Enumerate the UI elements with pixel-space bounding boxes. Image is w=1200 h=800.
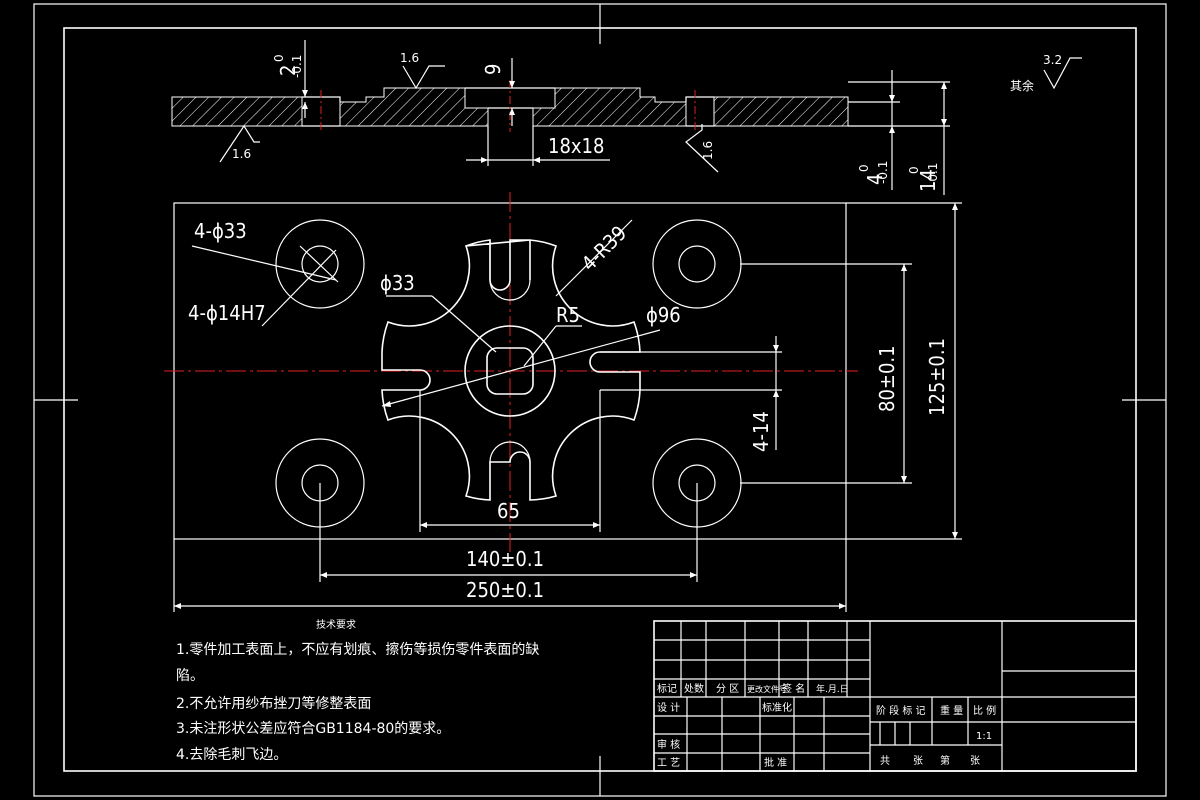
dim-18x18: 18x18	[548, 134, 604, 158]
dim-4-phi33: 4-ϕ33	[194, 219, 247, 243]
tb-sheji: 设 计	[657, 701, 680, 714]
dim-phi96: ϕ96	[646, 303, 681, 327]
tb-fenqu: 分 区	[716, 683, 739, 695]
roughness-symbol-bottom-right	[685, 124, 719, 173]
tech-req-item-4: 4.去除毛刺飞边。	[176, 747, 287, 763]
roughness-note-symbol	[1043, 57, 1082, 90]
tb-gaiwenjian: 更改文件号	[747, 684, 787, 694]
dim-4-phi14h7: 4-ϕ14H7	[188, 301, 266, 325]
dim-65: 65	[497, 499, 520, 523]
dim-250: 250±0.1	[466, 578, 544, 602]
tb-qianming: 签 名	[782, 682, 805, 695]
dim-phi33: ϕ33	[380, 271, 415, 295]
dim-depth-2-tol-upper: 0	[272, 54, 286, 62]
central-cavity	[381, 239, 641, 501]
tb-bili-value: 1:1	[976, 731, 992, 742]
tech-req-item-1: 1.零件加工表面上，不应有划痕、擦伤等损伤零件表面的缺	[176, 641, 539, 658]
tb-zhang1: 张	[913, 755, 923, 767]
bolt-hole-top-left	[275, 219, 365, 309]
section-hatch-mid-right	[532, 87, 687, 127]
section-hatch-right	[713, 96, 849, 127]
dim-14-tol-lower: -0.1	[926, 163, 940, 186]
dim-14: 14	[916, 169, 940, 192]
tech-req-item-1-cont: 陷。	[176, 668, 204, 684]
dim-4-tol-lower: -0.1	[876, 161, 890, 184]
tech-req-item-3: 3.未注形状公差应符合GB1184-80的要求。	[176, 720, 450, 737]
section-view	[171, 40, 950, 195]
dim-depth-2: 2	[276, 65, 300, 76]
tb-pizhun: 批 准	[764, 756, 787, 769]
tb-chushu: 处数	[684, 682, 704, 695]
tech-req-item-2: 2.不允许用纱布挫刀等修整表面	[176, 695, 371, 712]
dim-4-14: 4-14	[749, 411, 773, 452]
tb-biaozhunhua: 标准化	[762, 701, 792, 714]
title-block	[653, 620, 1137, 772]
dim-14-tol-upper: 0	[907, 166, 921, 174]
dim-140: 140±0.1	[466, 547, 544, 571]
roughness-note-value: 3.2	[1043, 53, 1062, 67]
tb-biaoji: 标记	[657, 683, 677, 695]
centering-marks	[34, 4, 1166, 796]
tb-zhongliang: 重 量	[940, 704, 963, 717]
technical-requirements: 技术要求 1.零件加工表面上，不应有划痕、擦伤等损伤零件表面的缺 陷。 2.不允…	[176, 618, 539, 763]
tb-di: 第	[940, 754, 950, 767]
dim-4: 4	[863, 174, 887, 185]
roughness-bottom-left-value: 1.6	[232, 147, 251, 161]
tb-shenhe: 审 核	[657, 738, 680, 751]
tb-gongyi: 工 艺	[657, 757, 680, 769]
section-hatch-left	[171, 96, 303, 127]
tb-jieduan: 阶 段 标 记	[876, 704, 926, 717]
tech-req-title: 技术要求	[316, 618, 356, 631]
center-boss-circle	[464, 325, 556, 417]
dim-depth-2-tol-lower: -0.1	[290, 55, 304, 78]
tb-zhang2: 张	[970, 755, 980, 767]
dim-125: 125±0.1	[925, 338, 949, 416]
tb-bili: 比 例	[973, 704, 996, 717]
dim-r5: R5	[556, 303, 580, 327]
tb-nianyueri: 年.月.日	[816, 683, 849, 695]
dim-4-tol-upper: 0	[857, 164, 871, 172]
roughness-top-value: 1.6	[400, 51, 419, 65]
tb-gong: 共	[880, 755, 890, 767]
roughness-bottom-right-value: 1.6	[701, 141, 715, 160]
dim-9: 9	[481, 64, 505, 75]
plan-view	[164, 192, 962, 612]
dim-80: 80±0.1	[875, 345, 899, 412]
roughness-symbol-bottom-left	[219, 124, 260, 163]
roughness-symbol-top	[402, 65, 445, 90]
center-square-hole	[486, 347, 534, 395]
section-hatch-mid-left	[339, 87, 489, 127]
bolt-hole-top-right	[652, 219, 742, 309]
roughness-note-label: 其余	[1010, 78, 1034, 93]
